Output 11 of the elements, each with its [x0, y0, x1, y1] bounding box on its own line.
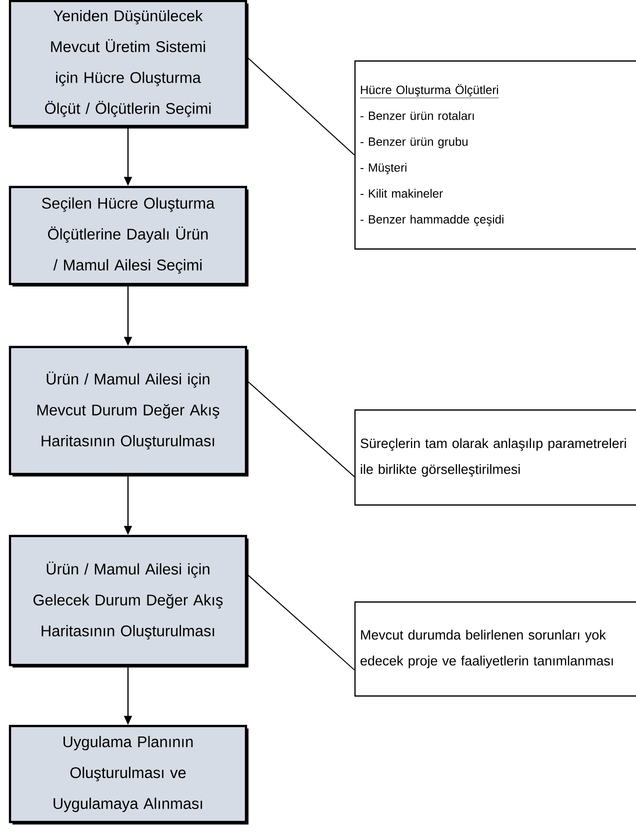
leader-line: [246, 56, 355, 156]
note-box: Mevcut durumda belirlenen sorunları yok edecek proje ve faaliyetlerin tanımlanması: [354, 601, 636, 697]
note-box: Süreçlerin tam olarak anlaşılıp parametreleri ile birlikte görselleştirilmesi: [354, 409, 636, 506]
process-box: Ürün / Mamul Ailesi için Mevcut Durum Değer Akış Haritasının Oluşturulması: [8, 346, 248, 476]
process-box: Yeniden Düşünülecek Mevcut Üretim Sistemi için Hücre Oluşturma Ölçüt / Ölçütlerin Seçimi: [8, 0, 248, 128]
process-box: Ürün / Mamul Ailesi için Gelecek Durum Değer Akış Haritasının Oluşturulması: [8, 534, 248, 668]
process-box: Uygulama Planının Oluşturulması ve Uygulamaya Alınması: [8, 724, 248, 824]
leader-line: [246, 380, 355, 478]
note-box: Hücre Oluşturma Ölçütleri - Benzer ürün rotaları - Benzer ürün grubu - Müşteri - Kilit makineler - Benzer hammadde çeşidi: [354, 60, 636, 250]
leader-line: [246, 574, 355, 670]
process-box: Seçilen Hücre Oluşturma Ölçütlerine Dayalı Ürün / Mamul Ailesi Seçimi: [8, 186, 248, 286]
